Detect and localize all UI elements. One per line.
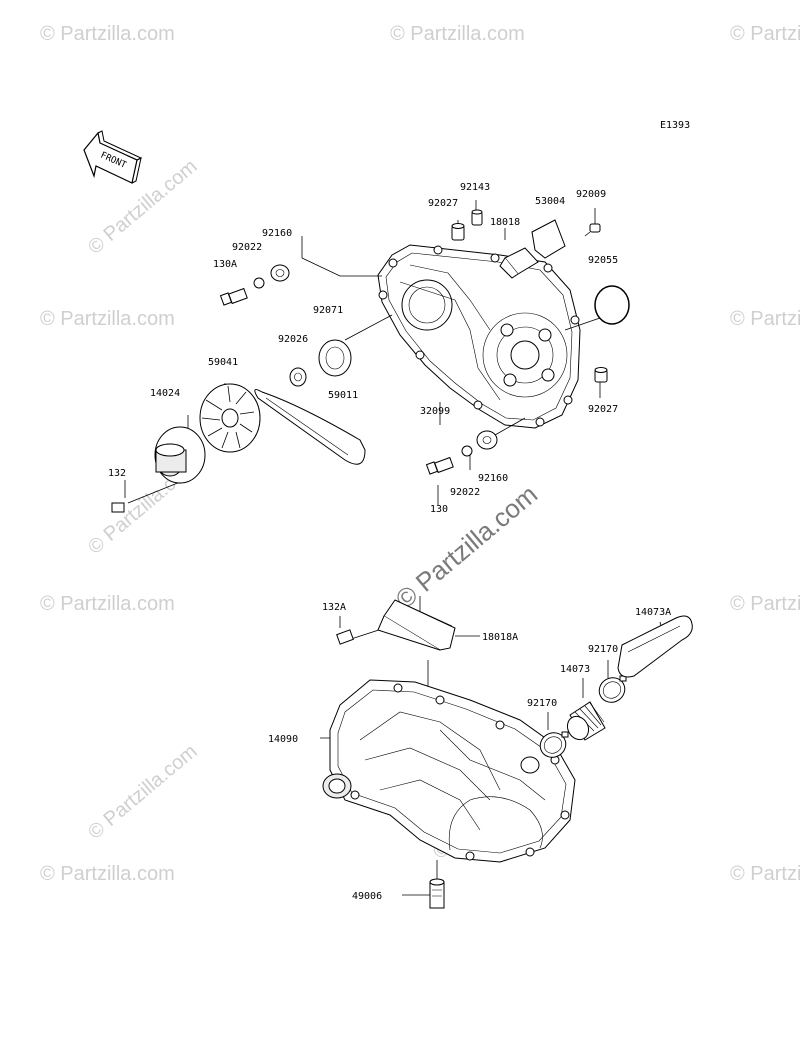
watermark-text: © Partzilla.com xyxy=(40,308,175,330)
bracket-18018A xyxy=(377,599,456,651)
clamp-92170-upper xyxy=(598,675,627,703)
callout-92071: 92071 xyxy=(313,305,343,316)
callouts-lower: 132A 18018A 14073A 92170 14073 92170 140… xyxy=(268,602,671,902)
front-arrow-icon: FRONT xyxy=(83,130,143,184)
watermark-text: © Partzilla.com xyxy=(84,740,201,843)
bolt-132A xyxy=(336,629,354,645)
callout-132A: 132A xyxy=(322,602,346,613)
callout-92170: 92170 xyxy=(527,698,557,709)
callouts-upper: 92143 92027 53004 92009 18018 92160 9202… xyxy=(108,182,618,515)
callout-92027: 92027 xyxy=(588,404,618,415)
callout-92055: 92055 xyxy=(588,255,618,266)
watermark-text: © Partzilla.com xyxy=(84,155,201,258)
callout-14073A: 14073A xyxy=(635,607,671,618)
watermark-text: © Partzilla.com xyxy=(730,593,800,615)
callout-18018A: 18018A xyxy=(482,632,518,643)
callout-132: 132 xyxy=(108,468,126,479)
callout-92026: 92026 xyxy=(278,334,308,345)
bracket-18018 xyxy=(499,247,539,279)
watermark-text: © Partzilla.com xyxy=(730,863,800,885)
watermark-text: © Partzilla.com xyxy=(730,308,800,330)
bolt-92027-upper xyxy=(451,223,465,241)
belt-59011 xyxy=(254,389,366,465)
bolt-132 xyxy=(111,502,125,513)
callout-14090: 14090 xyxy=(268,734,298,745)
callout-92022: 92022 xyxy=(450,487,480,498)
callout-92160: 92160 xyxy=(478,473,508,484)
watermark-text: © Partzilla.com xyxy=(40,593,175,615)
bolt-92027-right xyxy=(594,367,608,383)
callout-53004: 53004 xyxy=(535,196,565,207)
callout-14073: 14073 xyxy=(560,664,590,675)
impeller-59041 xyxy=(199,383,261,453)
callout-49006: 49006 xyxy=(352,891,382,902)
bolt-130 xyxy=(425,456,454,475)
washer-92022-upper xyxy=(253,277,265,289)
spacer-92026 xyxy=(289,367,307,387)
washer-92022-lower xyxy=(461,445,473,457)
callout-32099: 32099 xyxy=(420,406,450,417)
callout-14024: 14024 xyxy=(150,388,180,399)
duct-14073 xyxy=(566,701,606,741)
watermark-text: © Partzilla.com xyxy=(730,23,800,45)
callout-59041: 59041 xyxy=(208,357,238,368)
lower-cover-14090 xyxy=(322,679,576,863)
watermark-text: © Partzilla.com xyxy=(390,23,525,45)
diagram-code: E1393 xyxy=(660,120,690,131)
plate-14024 xyxy=(154,426,206,484)
oil-seal-92071 xyxy=(318,339,352,377)
watermark-center-text: © Partzilla.com xyxy=(390,479,543,615)
callout-92143: 92143 xyxy=(460,182,490,193)
screw-92009 xyxy=(584,223,601,237)
seal-92160-lower xyxy=(476,430,498,450)
watermark-text: © Partzilla.com xyxy=(40,23,175,45)
callout-130A: 130A xyxy=(213,259,237,270)
watermark-text: © Partzilla.com xyxy=(40,863,175,885)
clamp-92170-lower xyxy=(539,731,569,758)
o-ring-92055 xyxy=(594,285,630,325)
bolt-130A xyxy=(219,287,248,306)
callout-92022: 92022 xyxy=(232,242,262,253)
boot-14073A xyxy=(617,615,693,678)
callout-130: 130 xyxy=(430,504,448,515)
clutch-cover-32099 xyxy=(377,244,581,429)
seal-92160-upper xyxy=(270,264,290,282)
plate-53004 xyxy=(531,219,566,259)
callout-92027: 92027 xyxy=(428,198,458,209)
callout-59011: 59011 xyxy=(328,390,358,401)
callout-92160: 92160 xyxy=(262,228,292,239)
callout-92170: 92170 xyxy=(588,644,618,655)
plug-49006 xyxy=(429,878,445,909)
callout-92009: 92009 xyxy=(576,189,606,200)
callout-18018: 18018 xyxy=(490,217,520,228)
collar-92143 xyxy=(471,209,483,226)
